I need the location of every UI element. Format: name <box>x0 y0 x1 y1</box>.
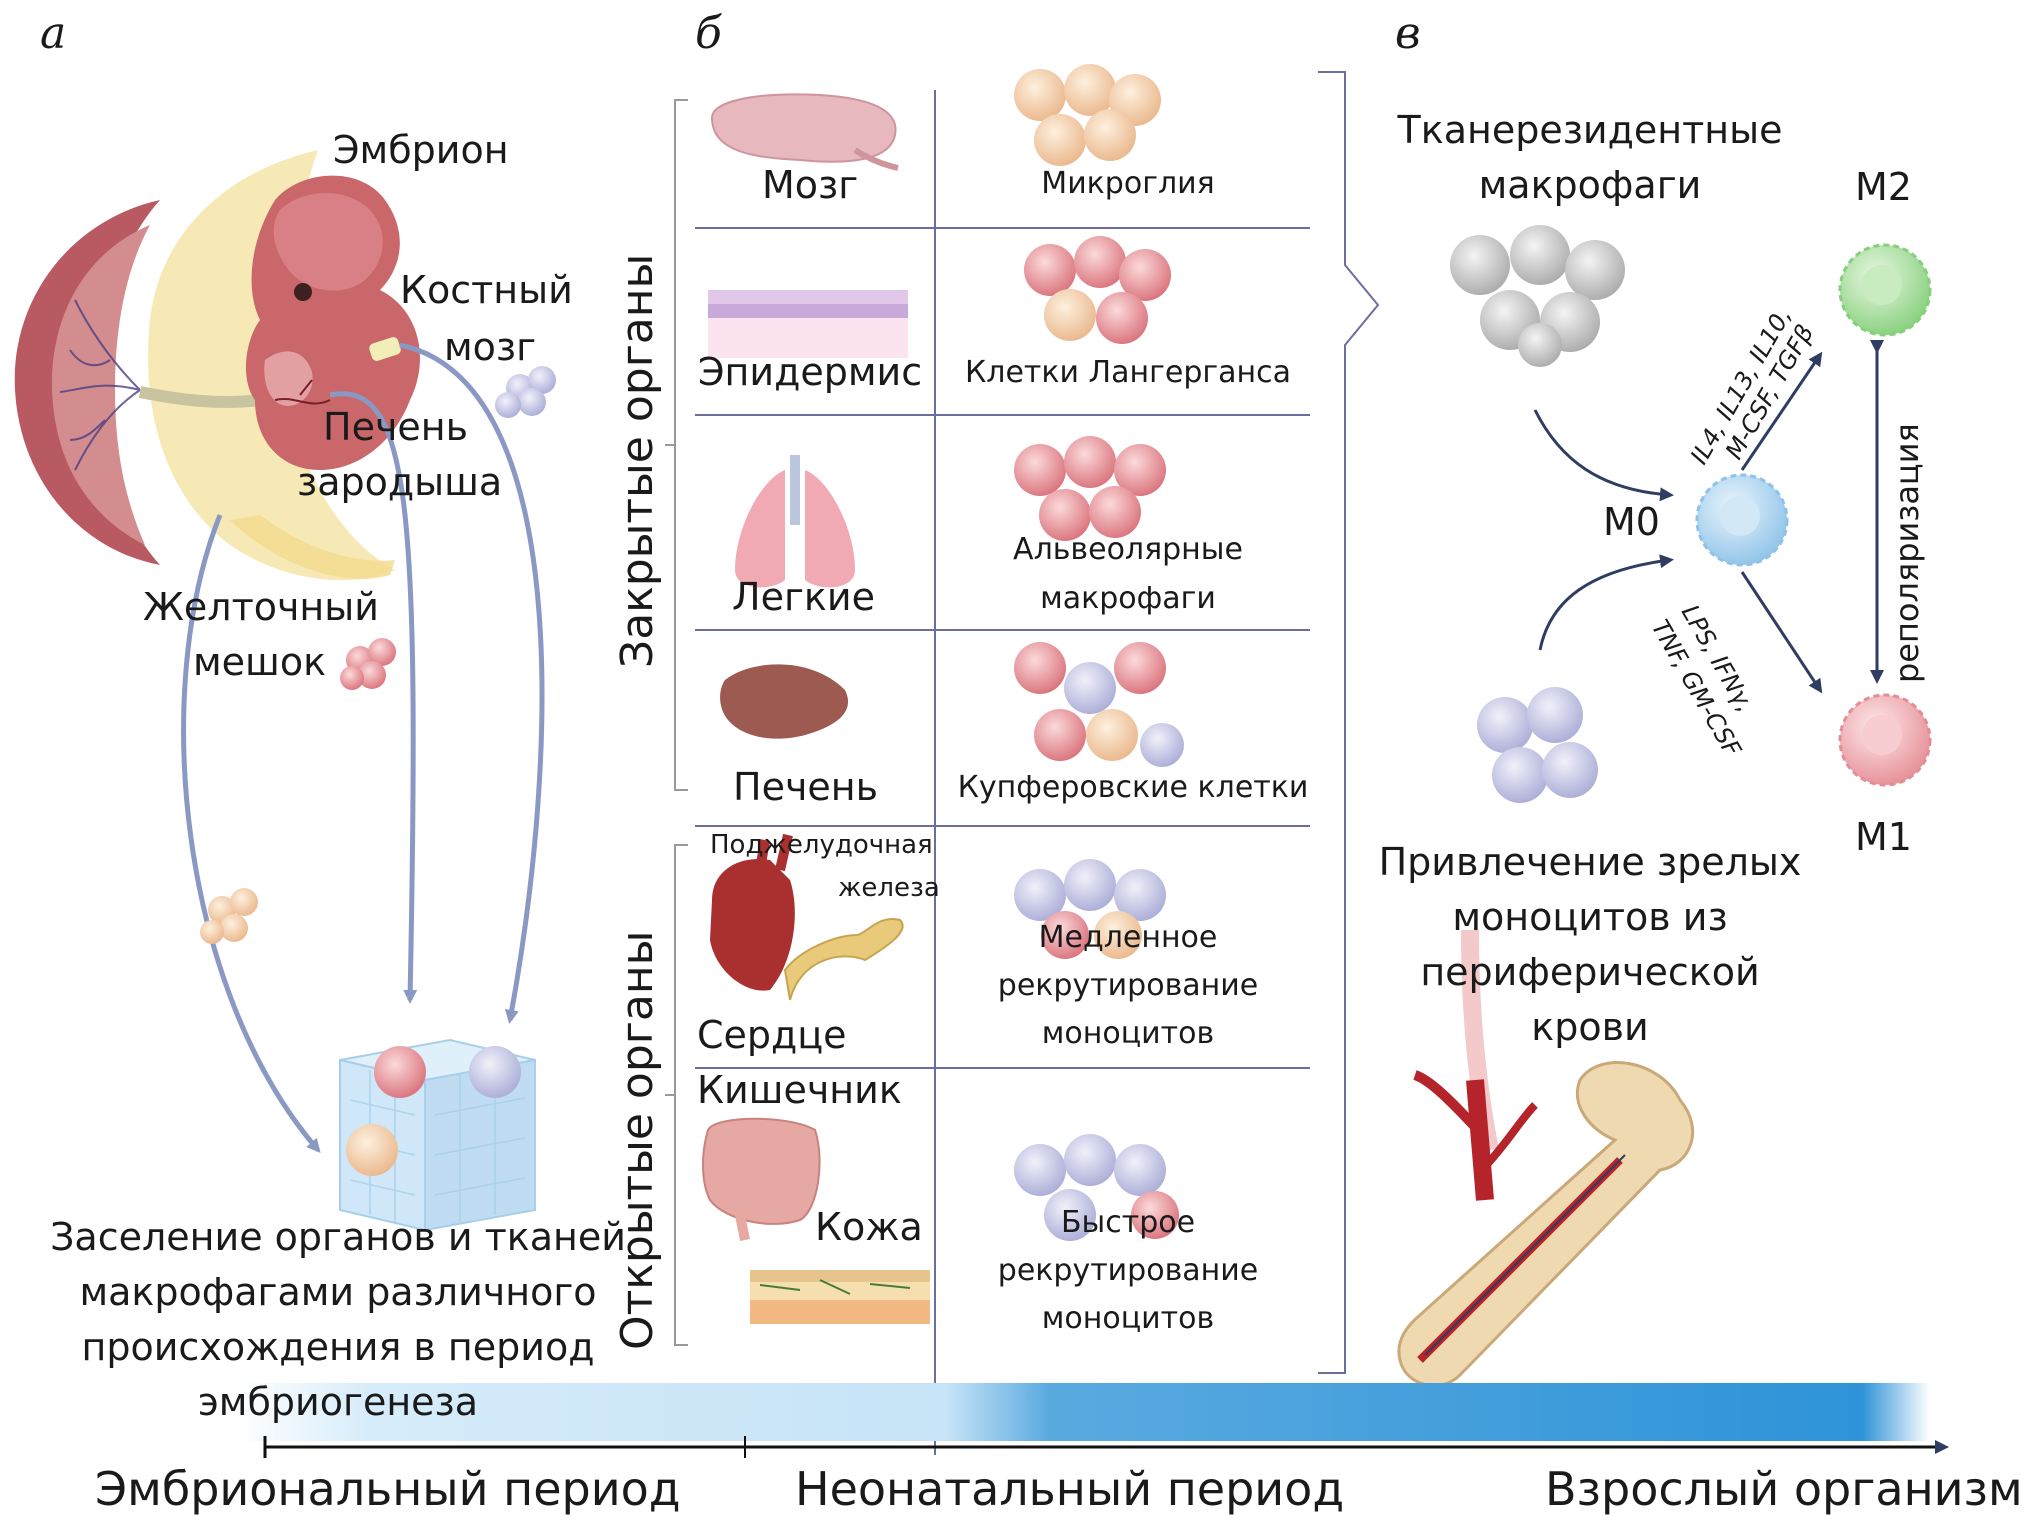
open-brace <box>674 844 688 1346</box>
microglia-cells <box>1014 64 1161 166</box>
cell-slow-2: рекрутирование <box>997 968 1259 1003</box>
timeline-gradient <box>235 1383 1930 1441</box>
label-fetal-liver-1: Печень <box>323 405 469 449</box>
label-yolk-sac-1: Желточный <box>143 585 379 629</box>
pancreas-icon <box>783 918 904 1001</box>
arrow-m0-to-m1 <box>1740 571 1823 694</box>
yolk-lower <box>230 515 395 579</box>
label-fetal-liver-2: зародыша <box>297 460 503 504</box>
alveolar-cells <box>1014 436 1166 541</box>
organ-liver: Печень <box>733 765 879 809</box>
label-closed-organs: Закрытые органы <box>612 253 663 668</box>
organ-pancreas-2: железа <box>838 873 940 903</box>
organ-epidermis: Эпидермис <box>698 350 923 394</box>
organ-heart: Сердце <box>697 1013 847 1057</box>
cell-slow-1: Медленное <box>1038 920 1218 955</box>
umbilical-cord <box>138 386 261 408</box>
cell-fast-1: Быстрое <box>1060 1205 1196 1240</box>
bone-marrow-cells <box>495 366 556 418</box>
monocyte-cells <box>1477 687 1598 803</box>
heart-icon <box>710 833 795 991</box>
cell-langerhans: Клетки Лангерганса <box>964 355 1292 390</box>
closed-brace <box>674 99 688 791</box>
caption-line-2: макрофагами различного <box>79 1270 597 1314</box>
organ-intestine: Кишечник <box>697 1068 902 1112</box>
label-m2: M2 <box>1855 165 1912 209</box>
arrow-liver-to-organ <box>329 391 418 1004</box>
blood-vessel <box>1413 929 1538 1201</box>
label-open-organs: Открытые органы <box>612 930 663 1350</box>
timeline-embryonic: Эмбриональный период <box>95 1462 681 1516</box>
intestine-icon <box>702 1117 821 1241</box>
label-bone-marrow-1: Костный <box>400 268 573 312</box>
cell-microglia: Микроглия <box>1041 166 1215 201</box>
timeline-adult: Взрослый организм <box>1545 1462 2023 1516</box>
arrow-resident-to-m0 <box>1533 409 1674 502</box>
label-recruit-2: моноцитов из <box>1452 895 1728 939</box>
cell-slow-3: моноцитов <box>1041 1016 1215 1051</box>
langerhans-cells <box>1024 236 1171 344</box>
liver-icon <box>720 664 849 739</box>
bone <box>1397 1061 1695 1388</box>
caption-line-3: происхождения в период <box>81 1325 595 1369</box>
label-m1: M1 <box>1855 815 1912 859</box>
lungs-icon <box>735 455 855 588</box>
label-embryo: Эмбрион <box>333 128 509 172</box>
label-recruit-3: периферической <box>1420 950 1760 994</box>
panel-label-c: в <box>1395 8 1421 59</box>
organ-pancreas-1: Поджелудочная <box>710 830 933 860</box>
cell-kupffer: Купферовские клетки <box>957 770 1309 805</box>
cell-fast-3: моноцитов <box>1041 1301 1215 1336</box>
orange-cells <box>200 888 258 944</box>
panel-label-a: а <box>40 8 67 59</box>
label-m0: M0 <box>1603 500 1660 544</box>
timeline-neonatal: Неонатальный период <box>795 1462 1345 1516</box>
organ-lungs: Легкие <box>732 575 875 619</box>
cell-fast-2: рекрутирование <box>997 1253 1259 1288</box>
slow-recruit-cells <box>1014 859 1166 959</box>
caption-line-1: Заселение органов и тканей <box>50 1215 626 1259</box>
cell-alveolar-2: макрофаги <box>1040 581 1216 616</box>
brain-icon <box>710 93 899 171</box>
cell-alveolar-1: Альвеолярные <box>1013 532 1243 567</box>
label-resident-2: макрофаги <box>1478 163 1702 207</box>
caption-line-4: эмбриогенеза <box>197 1380 479 1424</box>
label-recruit-4: крови <box>1531 1005 1649 1049</box>
arrow-yolk-to-organ <box>181 514 321 1154</box>
arrow-monocytes-to-m0 <box>1538 554 1674 651</box>
resident-macrophage-cells <box>1450 225 1625 367</box>
arrow-marrow-to-organ <box>399 342 545 1024</box>
label-yolk-sac-2: мешок <box>193 640 327 684</box>
kupffer-cells <box>1014 642 1184 767</box>
right-bracket <box>1318 71 1380 1374</box>
organ-brain: Мозг <box>762 163 859 207</box>
panel-label-b: б <box>695 8 722 59</box>
label-recruit-1: Привлечение зрелых <box>1378 840 1802 884</box>
epidermis-icon <box>708 290 908 358</box>
label-repolarization: реполяризация <box>1888 423 1926 683</box>
label-resident-1: Тканерезидентные <box>1397 108 1783 152</box>
skin-icon <box>750 1270 930 1324</box>
yolk-sac-cells <box>340 638 396 690</box>
label-bone-marrow-2: мозг <box>444 325 537 369</box>
organ-skin: Кожа <box>815 1205 923 1249</box>
fast-recruit-cells <box>1014 1134 1179 1241</box>
tissue-cube <box>339 1038 536 1232</box>
arrow-m0-to-m2 <box>1740 351 1823 471</box>
